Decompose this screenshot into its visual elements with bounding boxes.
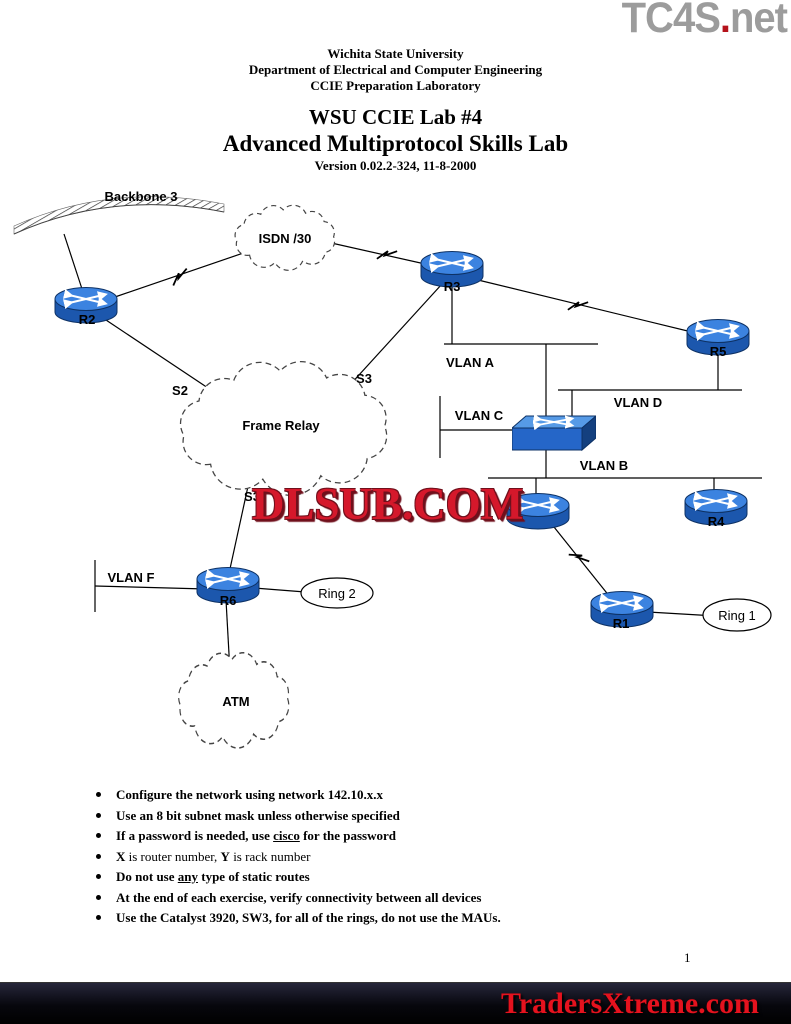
link-r6-vlan-f <box>94 585 207 590</box>
instruction-item: Use an 8 bit subnet mask unless otherwis… <box>96 809 501 822</box>
vlan-c-label: VLAN C <box>455 408 504 423</box>
instruction-text: is router number, <box>125 848 221 864</box>
vlan-f-label: VLAN F <box>108 570 155 585</box>
ring-1-shape <box>702 598 772 632</box>
connection-lines <box>63 233 762 673</box>
ring-labels: Ring 2 Ring 1 <box>318 586 756 623</box>
router-r6-label: R6 <box>220 593 237 608</box>
logo-name: TC4S <box>621 0 721 42</box>
backbone-segment <box>13 196 225 235</box>
vlan-b-label: VLAN B <box>580 458 628 473</box>
backbone-edge <box>13 204 225 235</box>
serial-bolt-isdn-r3 <box>375 246 399 264</box>
link-r2-backbone <box>63 233 84 293</box>
footer-banner: TradersXtreme.com <box>0 982 791 1024</box>
instruction-text: type of static routes <box>198 869 310 884</box>
document-title: WSU CCIE Lab #4 Advanced Multiprotocol S… <box>0 104 791 174</box>
ring-1-label: Ring 1 <box>718 608 756 623</box>
vlan-d-label: VLAN D <box>614 395 662 410</box>
serial-bolt-router7-r1 <box>567 546 591 570</box>
instruction-text: Do not use <box>116 869 178 884</box>
ring-2-label: Ring 2 <box>318 586 356 601</box>
watermark: DLSUB.COM <box>252 479 524 529</box>
instruction-text: Configure the network using network 142.… <box>116 787 383 802</box>
instruction-text-underlined: any <box>177 869 198 884</box>
serial-s3-lower-label: S3 <box>244 489 260 504</box>
instruction-text: Use an 8 bit subnet mask unless otherwis… <box>116 807 400 823</box>
instruction-item: Do not use any type of static routes <box>96 870 501 883</box>
instruction-text: At the end of each exercise, verify conn… <box>116 889 482 905</box>
footer-banner-text: TradersXtreme.com <box>501 987 759 1020</box>
atm-label: ATM <box>222 694 249 709</box>
logo-tld: net <box>730 0 788 42</box>
instruction-text: Use the Catalyst 3920, SW3, for all of t… <box>116 910 501 925</box>
instruction-text-underlined: cisco <box>273 828 300 843</box>
instruction-text: Y <box>220 848 230 864</box>
serial-s2-label: S2 <box>172 383 188 398</box>
logo-dot: . <box>719 0 731 42</box>
instruction-item: At the end of each exercise, verify conn… <box>96 891 501 904</box>
version-line: Version 0.02.2-324, 11-8-2000 <box>314 158 477 173</box>
link-r3-r5 <box>477 279 701 335</box>
link-r2-isdn <box>111 247 259 299</box>
lab-name-line: CCIE Preparation Laboratory <box>310 78 481 93</box>
department-line: Department of Electrical and Computer En… <box>248 62 543 77</box>
router-r5-label: R5 <box>710 344 727 359</box>
link-router7-r1 <box>549 521 615 603</box>
router-r4-label: R4 <box>708 514 725 529</box>
instruction-text: for the password <box>299 828 397 843</box>
instruction-item: Use the Catalyst 3920, SW3, for all of t… <box>96 911 501 924</box>
instruction-item: If a password is needed, use cisco for t… <box>96 829 501 842</box>
instruction-item: Configure the network using network 142.… <box>96 788 501 801</box>
link-isdn-r3 <box>317 239 435 267</box>
backbone-label: Backbone 3 <box>105 189 178 204</box>
tc4s-logo: TC4S.net <box>621 0 788 42</box>
lab-subtitle: Advanced Multiprotocol Skills Lab <box>222 131 569 156</box>
switch-icon <box>512 416 596 450</box>
document-header: Wichita State University Department of E… <box>0 46 791 94</box>
serial-s3-upper-label: S3 <box>356 371 372 386</box>
isdn-label: ISDN /30 <box>259 231 312 246</box>
router-r2-label: R2 <box>79 312 96 327</box>
frame-relay-label: Frame Relay <box>242 418 320 433</box>
institution-line: Wichita State University <box>327 46 464 61</box>
instruction-list: Configure the network using network 142.… <box>96 788 501 932</box>
router-r3-label: R3 <box>444 279 461 294</box>
ring-2-shape <box>300 577 374 609</box>
lab-title: WSU CCIE Lab #4 <box>308 105 483 129</box>
router-r1-label: R1 <box>613 616 630 631</box>
vlan-a-label: VLAN A <box>446 355 495 370</box>
page-number: 1 <box>684 950 691 965</box>
instruction-item: X is router number, Y is rack number <box>96 850 501 863</box>
diagram-labels: Backbone 3 ISDN /30 Frame Relay ATM VLAN… <box>79 189 727 709</box>
instruction-text: If a password is needed, use <box>116 828 274 843</box>
instruction-text: X <box>116 848 126 864</box>
instruction-text: is rack number <box>229 848 311 864</box>
